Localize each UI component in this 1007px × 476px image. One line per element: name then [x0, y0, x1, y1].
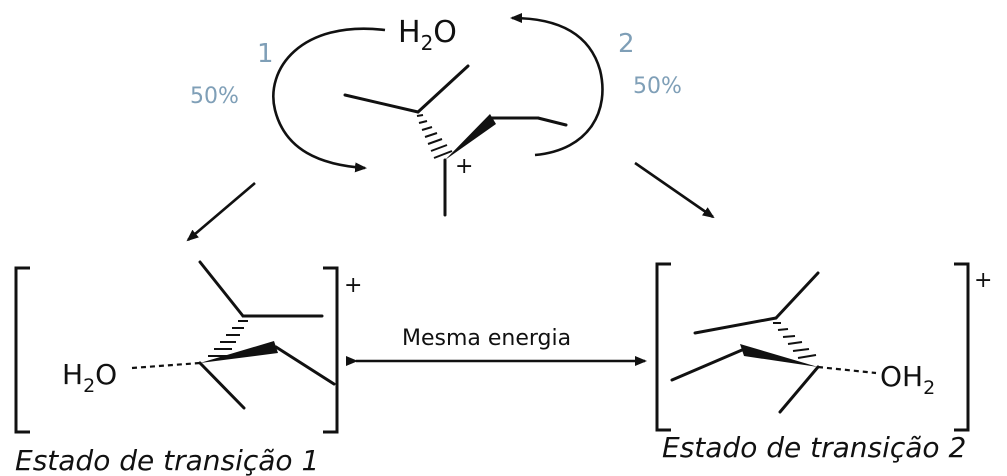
ts2-caption: Estado de transição 2 — [662, 431, 966, 464]
ts1-water-group: H2O — [62, 358, 117, 397]
ts2-water-group: OH2 — [880, 360, 935, 399]
ts1-partial-bond — [131, 361, 201, 370]
ts2-wedge — [740, 344, 818, 367]
pathway-2-number: 2 — [618, 29, 635, 59]
pathway-1-number: 1 — [257, 39, 274, 69]
ts1-charge: + — [344, 273, 362, 298]
ts2-left-bracket — [655, 262, 671, 432]
ts2-right-bracket — [954, 262, 970, 432]
pathway-1-percent: 50% — [190, 84, 239, 109]
pathway-2-curved-arrow — [510, 13, 604, 157]
transition-state-1: + H2O — [14, 260, 362, 434]
hashed-bond — [416, 114, 453, 159]
carbocation-charge: + — [455, 154, 473, 179]
pathway-2-percent: 50% — [633, 74, 682, 99]
arrow-to-ts2 — [634, 161, 715, 219]
pathway-1-curved-arrow — [272, 27, 386, 173]
water-reagent-label: H2O — [398, 15, 457, 55]
carbocation-structure: + — [343, 64, 568, 217]
arrow-to-ts1 — [186, 182, 256, 242]
ts1-right-bracket — [323, 266, 339, 434]
wedge-bond — [445, 114, 496, 160]
ts1-caption: Estado de transição 1 — [15, 444, 319, 476]
ts1-hashed-bond — [208, 320, 248, 357]
ts2-hashed-bond — [773, 322, 817, 359]
ts2-partial-bond — [817, 365, 877, 375]
equilibrium-label: Mesma energia — [402, 326, 571, 351]
ts1-wedge — [200, 341, 278, 363]
ts2-charge: + — [974, 268, 992, 293]
transition-state-2: + OH2 — [655, 262, 992, 432]
ts1-left-bracket — [14, 266, 30, 434]
